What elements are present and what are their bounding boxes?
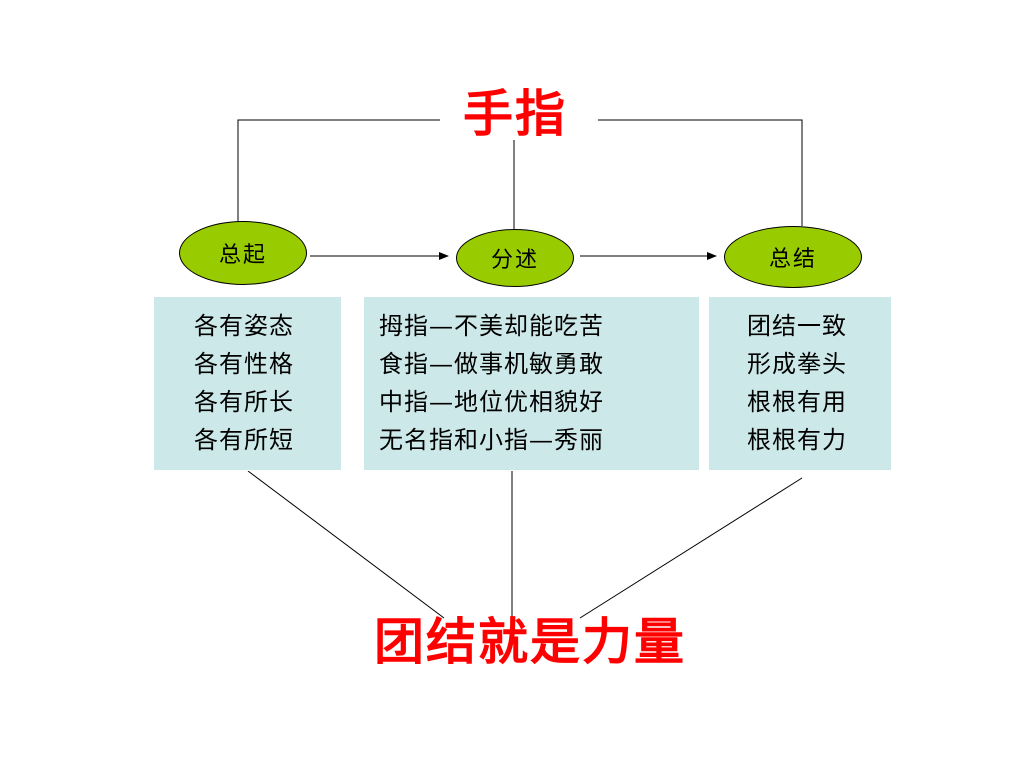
node-summary-label: 总结 (768, 247, 817, 272)
node-summary: 总结 (724, 226, 862, 288)
bracket-right-line (598, 119, 803, 226)
node-intro: 总起 (179, 221, 307, 285)
box-intro-line: 各有性格 (194, 350, 294, 378)
node-detail-label: 分述 (490, 248, 539, 273)
box-summary-line: 根根有力 (747, 426, 847, 454)
box-intro-line: 各有所短 (194, 426, 294, 454)
diagram-title: 手指 (463, 84, 567, 143)
box-3-to-conclusion-line (579, 477, 803, 619)
node-detail: 分述 (456, 229, 574, 287)
box-detail: 拇指—不美却能吃苦 食指—做事机敏勇敢 中指—地位优相貌好 无名指和小指—秀丽 (363, 296, 700, 471)
box-intro-line: 各有所长 (194, 388, 294, 416)
box-detail-line: 拇指—不美却能吃苦 (379, 312, 604, 340)
node-intro-label: 总起 (218, 243, 267, 268)
box-detail-line: 无名指和小指—秀丽 (379, 426, 604, 454)
box-summary-line: 根根有用 (747, 388, 847, 416)
bracket-left-line (237, 119, 440, 221)
box-1-to-conclusion-line (247, 470, 445, 619)
box-summary-line: 形成拳头 (747, 350, 847, 378)
box-summary: 团结一致 形成拳头 根根有用 根根有力 (708, 296, 892, 471)
box-summary-line: 团结一致 (747, 312, 847, 340)
box-intro: 各有姿态 各有性格 各有所长 各有所短 (153, 296, 342, 471)
box-detail-line: 食指—做事机敏勇敢 (379, 350, 604, 378)
conclusion-title: 团结就是力量 (374, 612, 686, 671)
box-intro-line: 各有姿态 (194, 312, 294, 340)
box-detail-line: 中指—地位优相貌好 (379, 388, 604, 416)
